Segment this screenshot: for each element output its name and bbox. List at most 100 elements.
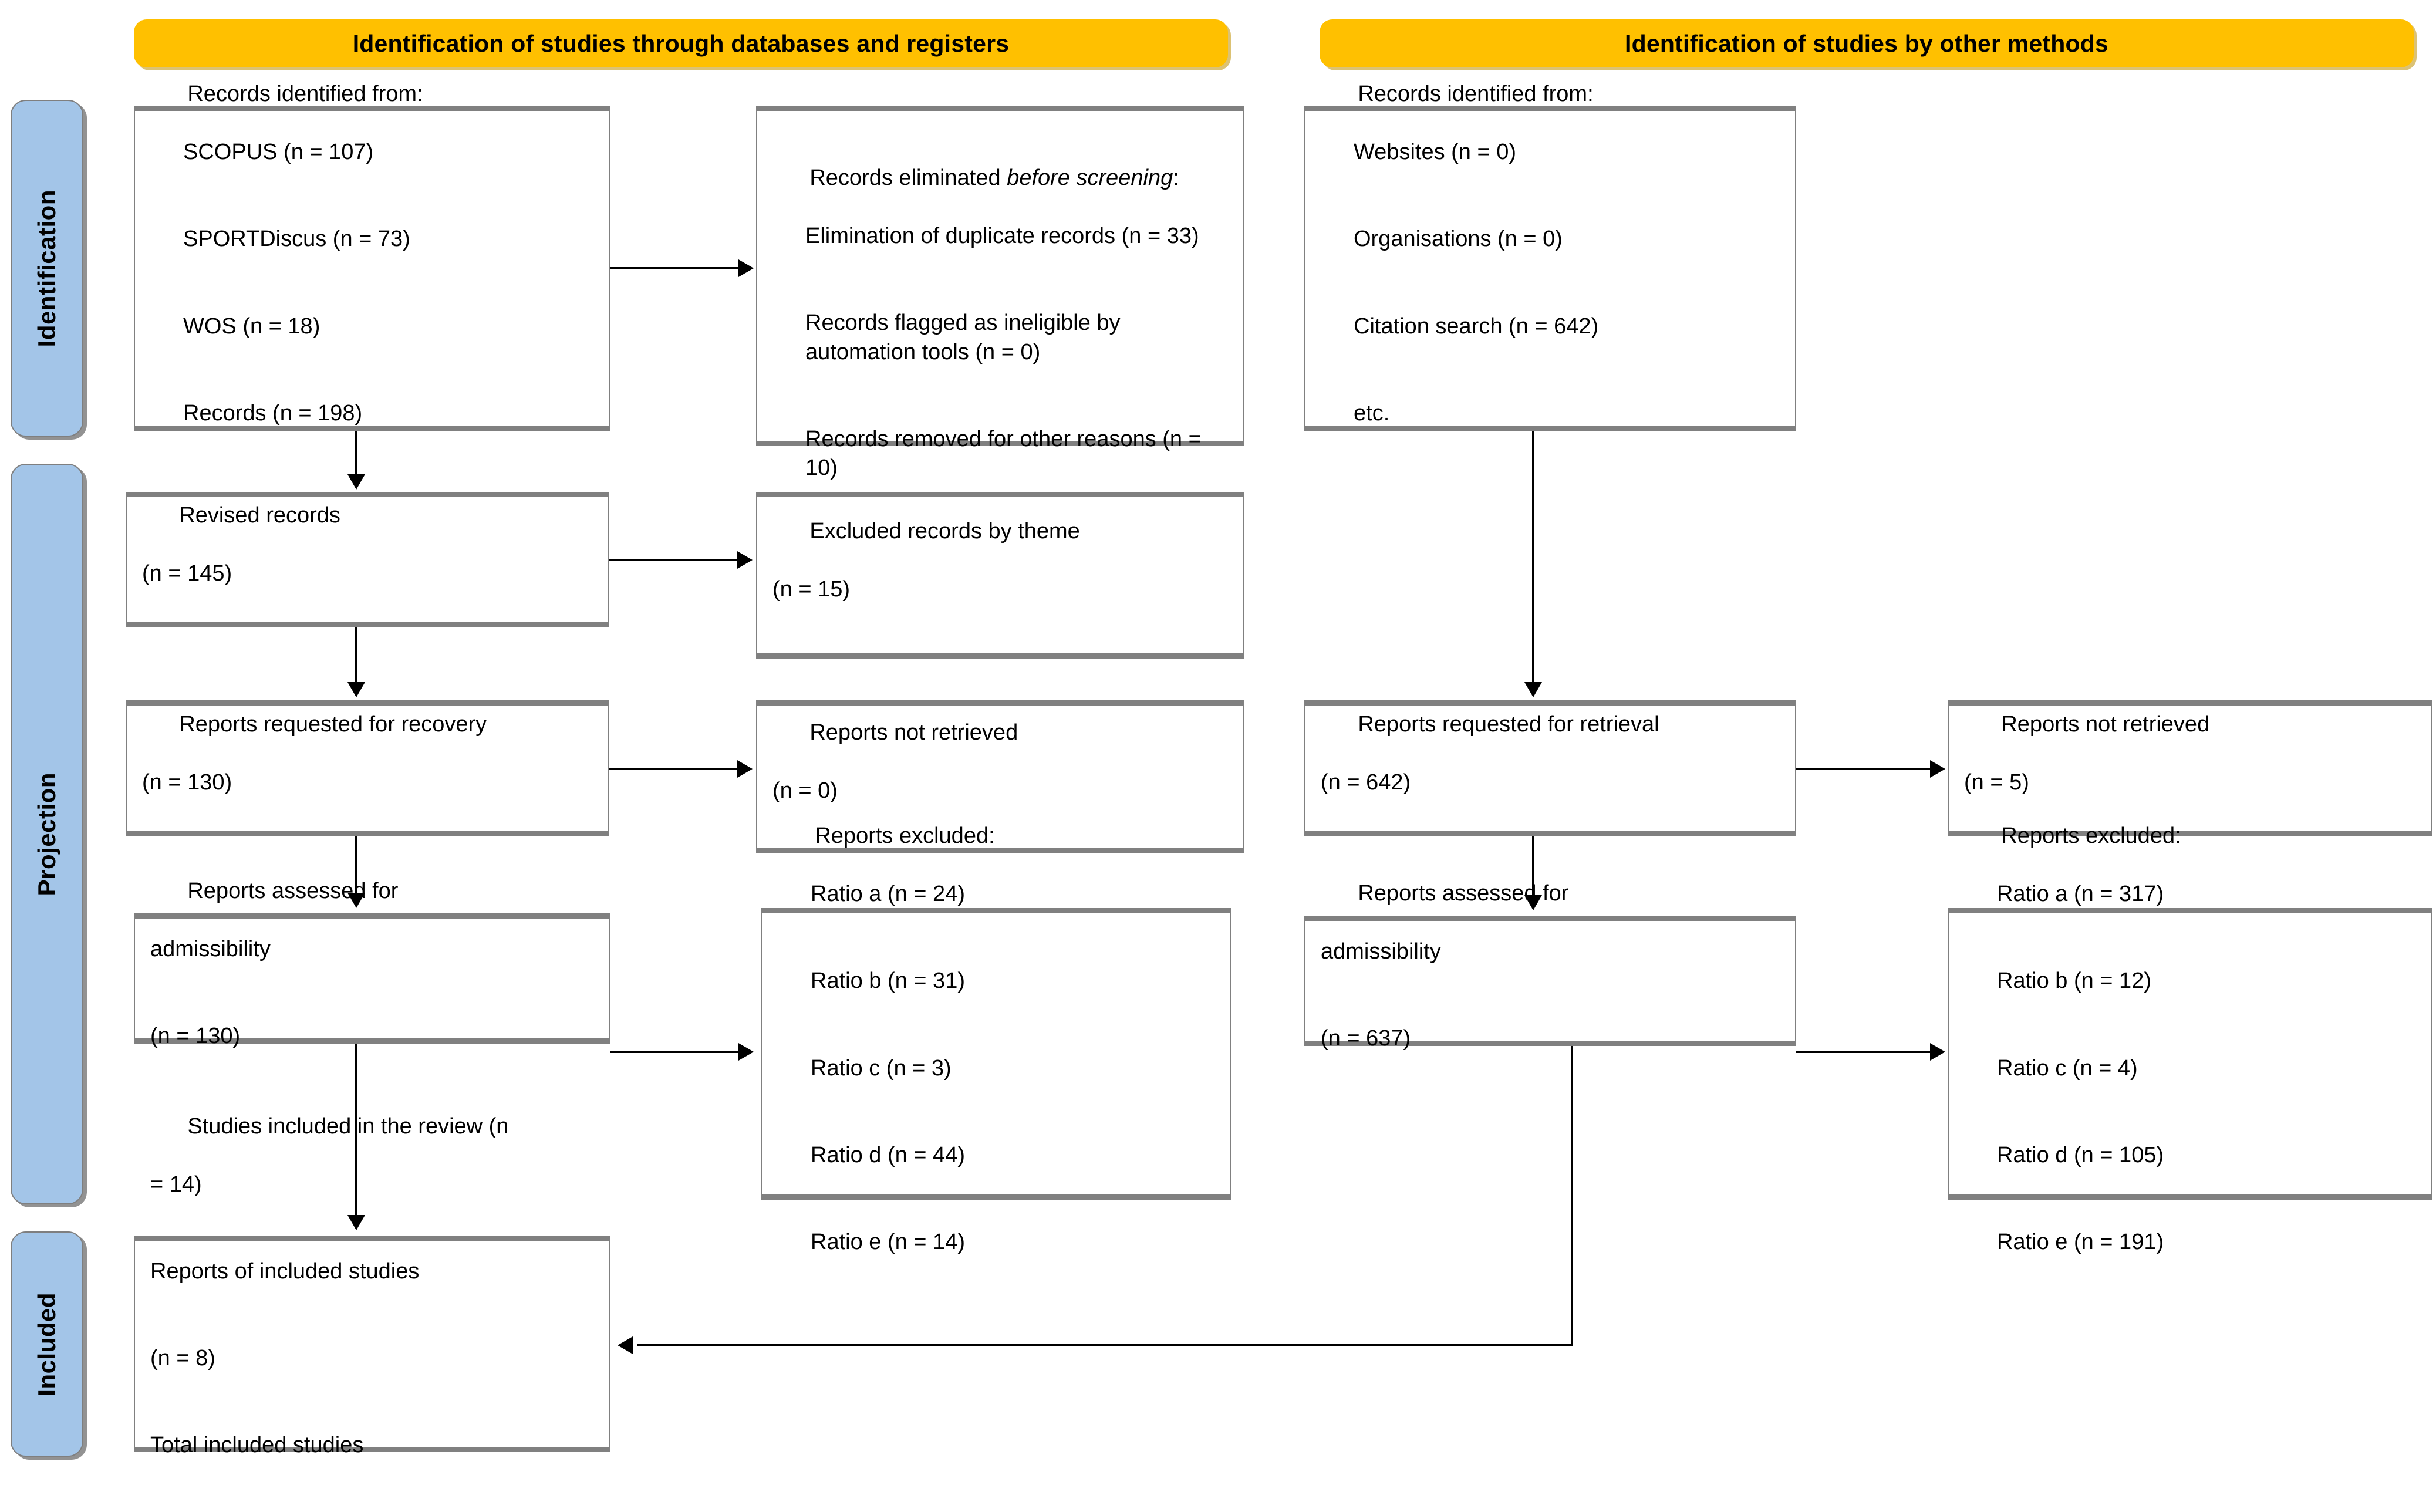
records-identified-other-item-1: Organisations (n = 0) (1354, 227, 1563, 252)
box-records-eliminated-before-screening: Records eliminated before screening: Eli… (756, 106, 1244, 480)
box-records-identified-databases: Records identified from: SCOPUS (n = 107… (134, 82, 610, 431)
arrowhead-requested-retrieval-to-not-retrieved (1930, 760, 1945, 778)
box-reports-requested-retrieval-text: Reports requested for retrieval (n = 642… (1305, 681, 1795, 855)
records-identified-other-item-0: Websites (n = 0) (1354, 140, 1517, 165)
reports-excluded-left-item-4: Ratio e (n = 14) (811, 1229, 965, 1254)
arrowhead-identified-other-to-requested-retrieval (1524, 682, 1542, 697)
box-records-identified-other-methods: Records identified from: Websites (n = 0… (1304, 82, 1796, 431)
arrowhead-assessed-right-to-excluded-right (1930, 1043, 1945, 1061)
phase-label-projection: Projection (11, 464, 83, 1204)
box-reports-requested-recovery: Reports requested for recovery (n = 130) (126, 700, 609, 836)
reports-excluded-left-item-2: Ratio c (n = 3) (811, 1055, 952, 1081)
connector-identified-other-to-requested-retrieval (1532, 431, 1534, 685)
arrowhead-requested-recovery-to-not-retrieved (737, 760, 753, 778)
reports-excluded-left-title: Reports excluded: (815, 824, 995, 849)
connector-identified-to-eliminated (610, 267, 741, 269)
excluded-by-theme-line-1: Excluded records by theme (809, 519, 1080, 544)
box-studies-included-text: Studies included in the review (n = 14) … (135, 1083, 609, 1512)
records-eliminated-title-italic: before screening (1007, 166, 1173, 191)
reports-excluded-right-item-2: Ratio c (n = 4) (1997, 1055, 2138, 1081)
arrowhead-assessed-to-excluded-left (738, 1043, 754, 1061)
arrowhead-assessed-to-included (347, 1215, 365, 1230)
reports-not-retrieved-left-line-2: (n = 0) (772, 778, 838, 803)
box-reports-not-retrieved-left: Reports not retrieved (n = 0) (756, 700, 1244, 853)
box-reports-excluded-left-text: Reports excluded: Ratio a (n = 24) Ratio… (762, 793, 1230, 1315)
box-revised-records: Revised records (n = 145) (126, 492, 609, 627)
phase-label-included: Included (11, 1231, 83, 1457)
reports-not-retrieved-right-line-2: (n = 5) (1964, 770, 2029, 795)
connector-assessed-right-elbow-horizontal (637, 1344, 1573, 1346)
reports-assessed-left-line-3: (n = 130) (150, 1024, 241, 1049)
studies-included-line-2: = 14) (150, 1172, 202, 1197)
arrowhead-revised-to-excluded-theme (737, 551, 753, 569)
records-eliminated-title: Records eliminated before screening: (809, 166, 1179, 191)
header-other-methods-label: Identification of studies by other metho… (1625, 29, 2108, 57)
records-identified-db-item-3: Records (n = 198) (183, 400, 363, 426)
connector-assessed-to-excluded-left (610, 1051, 741, 1053)
header-databases-registers: Identification of studies through databa… (134, 19, 1228, 68)
studies-included-line-3: Reports of included studies (150, 1258, 420, 1284)
records-eliminated-item-0: Elimination of duplicate records (n = 33… (805, 224, 1199, 249)
arrowhead-requested-retrieval-to-assessed-right (1524, 895, 1542, 910)
records-eliminated-item-1: Records flagged as ineligible by automat… (805, 310, 1127, 365)
reports-requested-recovery-line-1: Reports requested for recovery (179, 712, 487, 737)
box-reports-assessed-right-text: Reports assessed for admissibility (n = … (1305, 851, 1795, 1112)
reports-assessed-left-line-1: Reports assessed for (187, 879, 399, 904)
studies-included-line-4: (n = 8) (150, 1346, 215, 1371)
arrowhead-assessed-right-to-included (618, 1337, 633, 1354)
box-excluded-records-by-theme-text: Excluded records by theme (n = 15) (757, 488, 1243, 662)
records-identified-db-item-2: WOS (n = 18) (183, 313, 320, 339)
reports-excluded-right-item-4: Ratio e (n = 191) (1997, 1229, 2164, 1254)
reports-requested-retrieval-line-2: (n = 642) (1321, 770, 1411, 795)
box-reports-not-retrieved-left-text: Reports not retrieved (n = 0) (757, 690, 1243, 863)
box-reports-assessed-left-text: Reports assessed for admissibility (n = … (135, 848, 609, 1109)
reports-assessed-right-line-2: admissibility (1321, 939, 1441, 964)
records-identified-db-item-1: SPORTDiscus (n = 73) (183, 227, 410, 252)
reports-excluded-left-item-0: Ratio a (n = 24) (811, 882, 965, 907)
header-databases-registers-label: Identification of studies through databa… (352, 29, 1010, 57)
reports-excluded-right-title: Reports excluded: (2001, 824, 2181, 849)
phase-label-included-text: Included (33, 1292, 60, 1396)
arrowhead-revised-to-requested-recovery (347, 682, 365, 697)
reports-assessed-left-line-2: admissibility (150, 936, 271, 961)
reports-not-retrieved-left-line-1: Reports not retrieved (809, 720, 1018, 745)
connector-identified-to-revised (355, 431, 357, 477)
records-identified-other-item-3: etc. (1354, 400, 1390, 426)
reports-excluded-left-item-1: Ratio b (n = 31) (811, 968, 965, 994)
reports-requested-retrieval-line-1: Reports requested for retrieval (1358, 712, 1659, 737)
connector-assessed-right-elbow-vertical (1571, 1046, 1573, 1346)
studies-included-line-1: Studies included in the review (n (187, 1113, 509, 1139)
records-eliminated-item-2: Records removed for other reasons (n = 1… (805, 426, 1208, 481)
box-revised-records-text: Revised records (n = 145) (127, 473, 608, 646)
phase-label-projection-text: Projection (33, 772, 60, 896)
box-reports-assessed-admissibility-left: Reports assessed for admissibility (n = … (134, 879, 610, 1048)
box-records-identified-other-text: Records identified from: Websites (n = 0… (1305, 51, 1795, 486)
connector-requested-recovery-to-assessed (355, 836, 357, 895)
records-identified-db-item-0: SCOPUS (n = 107) (183, 140, 374, 165)
connector-assessed-to-included (355, 1044, 357, 1217)
box-studies-included: Studies included in the review (n = 14) … (134, 1114, 610, 1457)
phase-label-identification: Identification (11, 100, 83, 437)
reports-excluded-left-item-3: Ratio d (n = 44) (811, 1142, 965, 1167)
connector-requested-recovery-to-not-retrieved (609, 768, 740, 770)
reports-excluded-right-item-3: Ratio d (n = 105) (1997, 1142, 2164, 1167)
reports-excluded-right-item-0: Ratio a (n = 317) (1997, 882, 2164, 907)
connector-assessed-right-to-excluded-right (1796, 1051, 1932, 1053)
records-identified-db-title: Records identified from: (187, 82, 423, 107)
excluded-by-theme-line-2: (n = 15) (772, 577, 851, 602)
arrowhead-identified-to-revised (347, 474, 365, 490)
reports-not-retrieved-right-line-1: Reports not retrieved (2001, 712, 2210, 737)
box-reports-excluded-right: Reports excluded: Ratio a (n = 317) Rati… (1948, 824, 2432, 1254)
box-reports-assessed-admissibility-right: Reports assessed for admissibility (n = … (1304, 881, 1796, 1051)
box-reports-requested-retrieval: Reports requested for retrieval (n = 642… (1304, 700, 1796, 836)
box-excluded-records-by-theme: Excluded records by theme (n = 15) (756, 492, 1244, 659)
revised-records-line-1: Revised records (179, 503, 340, 528)
reports-excluded-right-item-1: Ratio b (n = 12) (1997, 968, 2151, 994)
box-reports-excluded-left: Reports excluded: Ratio a (n = 24) Ratio… (761, 824, 1231, 1254)
arrowhead-requested-recovery-to-assessed (347, 893, 365, 908)
phase-label-identification-text: Identification (33, 189, 60, 347)
reports-assessed-right-line-3: (n = 637) (1321, 1026, 1411, 1051)
reports-requested-recovery-line-2: (n = 130) (142, 770, 232, 795)
box-reports-not-retrieved-right: Reports not retrieved (n = 5) (1948, 700, 2432, 836)
